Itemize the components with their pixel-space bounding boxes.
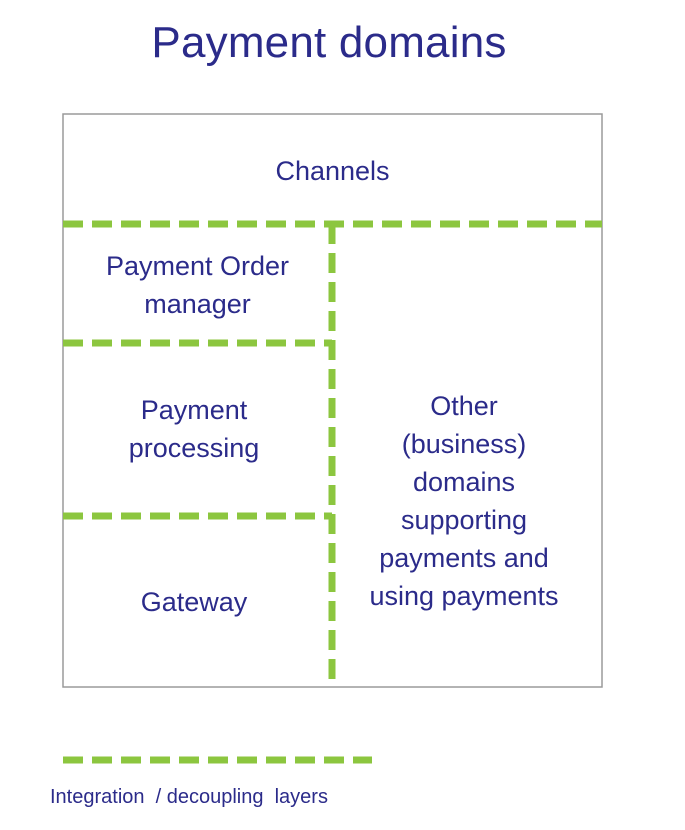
payment-processing-label: Payment processing (128, 395, 260, 463)
page-title: Payment domains (151, 18, 507, 67)
other-domains-label: Other (business) domains supporting paym… (369, 391, 559, 611)
channels-label: Channels (275, 156, 390, 186)
legend-label: Integration / decoupling layers (50, 786, 328, 808)
outer-frame (62, 113, 603, 688)
payment-order-manager-label: Payment Order manager (105, 251, 290, 319)
gateway-label: Gateway (140, 587, 248, 617)
